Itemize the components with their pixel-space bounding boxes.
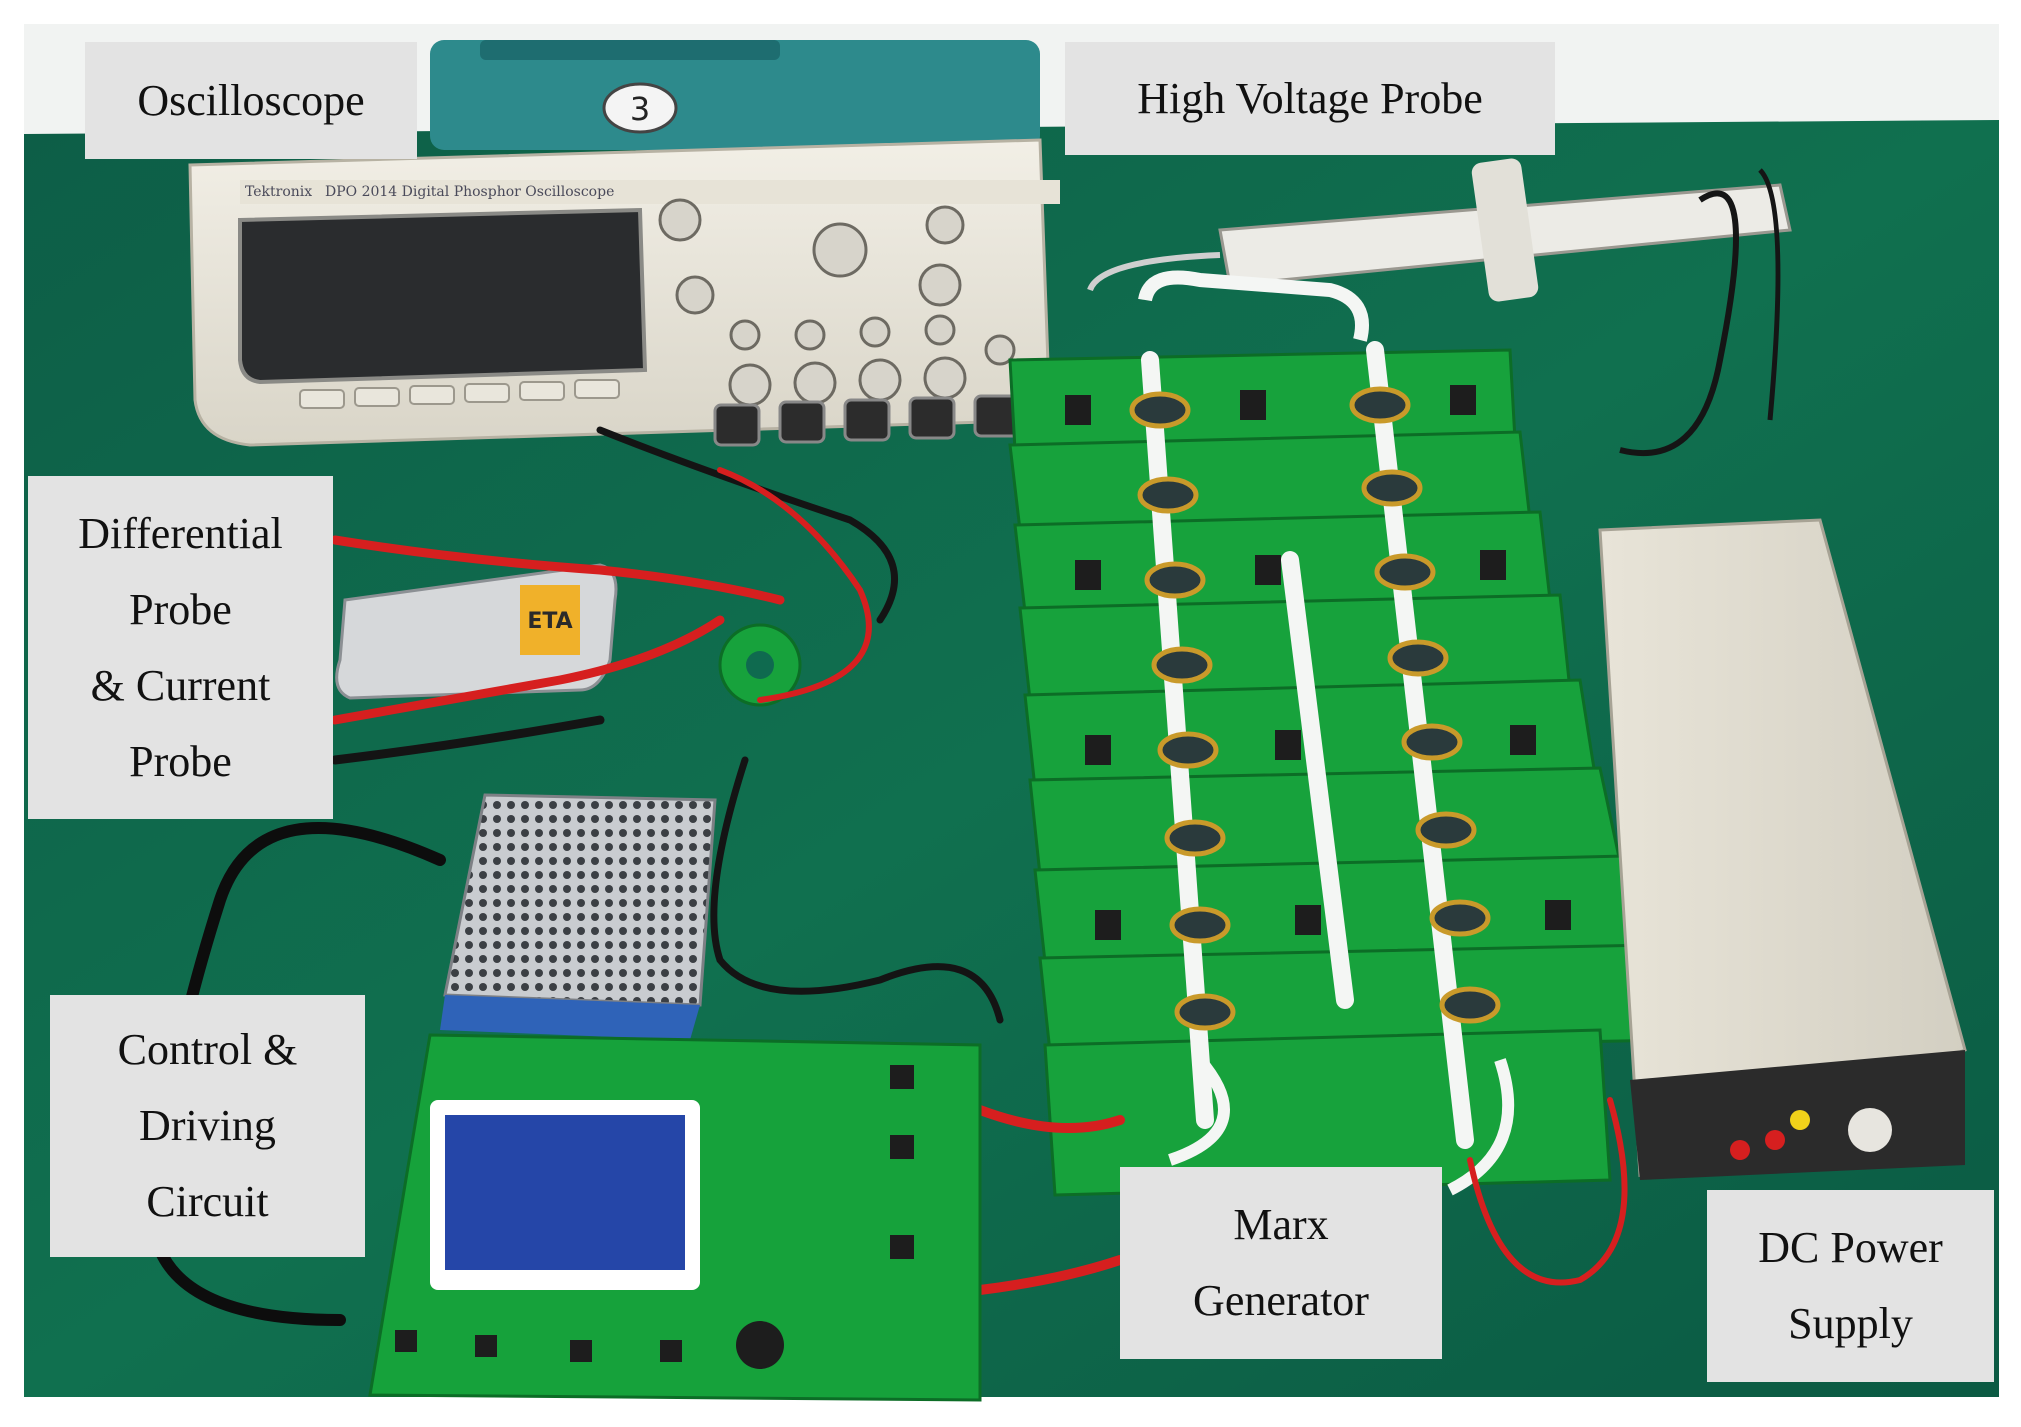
marx-generator-label-line-2: Generator: [1193, 1276, 1369, 1325]
control-circuit-label-line-2: Driving: [139, 1101, 276, 1150]
dc-power-supply-label-line-2: Supply: [1788, 1299, 1913, 1348]
marx-generator-device: [1008, 270, 1672, 1197]
oscilloscope-label-text: Oscilloscope: [137, 75, 365, 125]
control-circuit-label-line-3: Circuit: [146, 1177, 269, 1226]
high-voltage-probe-label-text: High Voltage Probe: [1137, 73, 1483, 123]
dc-power-supply-label-line-1: DC Power: [1758, 1223, 1943, 1272]
control-circuit-device: [368, 1033, 982, 1402]
high-voltage-probe-device: [1087, 158, 1792, 457]
differential-probe-label-line-3: & Current: [90, 660, 271, 710]
oscilloscope-label: Oscilloscope: [85, 42, 417, 159]
control-circuit-label-line-1: Control &: [117, 1025, 298, 1074]
scope-brand: Tektronix: [245, 184, 312, 200]
dc-power-supply-label: DC Power Supply: [1707, 1190, 1994, 1382]
high-voltage-probe-label: High Voltage Probe: [1065, 42, 1555, 155]
marx-generator-label: Marx Generator: [1120, 1167, 1442, 1359]
control-circuit-label: Control & Driving Circuit: [50, 995, 365, 1257]
differential-probe-device: ETA: [335, 563, 802, 707]
differential-probe-label-line-4: Probe: [129, 736, 232, 786]
probe-brand: ETA: [527, 609, 572, 634]
power-module-device: [440, 793, 717, 1040]
differential-probe-label-line-1: Differential: [78, 508, 283, 558]
scope-model: DPO 2014 Digital Phosphor Oscilloscope: [325, 184, 614, 200]
differential-probe-label: Differential Probe & Current Probe: [28, 476, 333, 819]
differential-probe-label-line-2: Probe: [129, 584, 232, 634]
dc-power-supply-device: [1598, 518, 1967, 1180]
scope-sticker-number: 3: [630, 90, 650, 128]
oscilloscope-device: 3 Tektronix DPO 2014 Digital Phosphor Os…: [188, 40, 1060, 447]
marx-generator-label-line-1: Marx: [1233, 1200, 1329, 1249]
